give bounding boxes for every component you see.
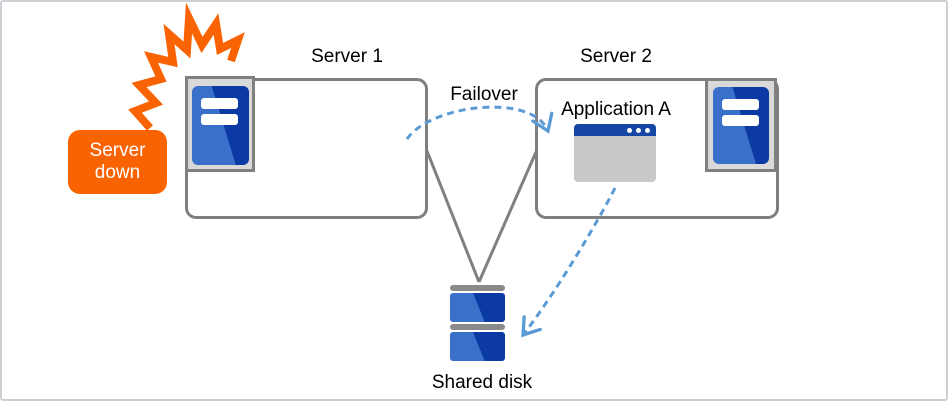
failover-arrow [405,105,554,140]
app-window-icon [574,124,656,182]
server2-label: Server 2 [580,46,652,67]
shared-disk-label: Shared disk [431,372,533,393]
server-slot-icon [722,115,759,126]
server-slot-icon [722,99,759,110]
disk-platter [450,293,505,322]
disk-cap [450,324,505,330]
connector-line-server2-disk [477,151,538,283]
callout-text-line2: down [94,162,141,183]
window-dot-icon [645,127,650,133]
server1-label: Server 1 [311,46,383,67]
failover-label: Failover [450,84,518,105]
shared-disk-icon [450,285,505,361]
server1-server-icon [192,86,249,165]
callout-text-line1: Server [89,140,146,161]
application-label: Application A [561,99,671,120]
server2-server-icon [713,87,769,164]
window-dot-icon [636,127,641,133]
app-window-titlebar [574,124,656,136]
server-slot-icon [201,98,238,109]
disk-platter [450,332,505,361]
app-window-body [574,136,656,182]
window-dot-icon [627,127,632,133]
disk-cap [450,285,505,291]
connector-line-server1-disk [425,150,481,283]
server-slot-icon [201,114,238,125]
server-down-callout: Server down [68,130,167,194]
